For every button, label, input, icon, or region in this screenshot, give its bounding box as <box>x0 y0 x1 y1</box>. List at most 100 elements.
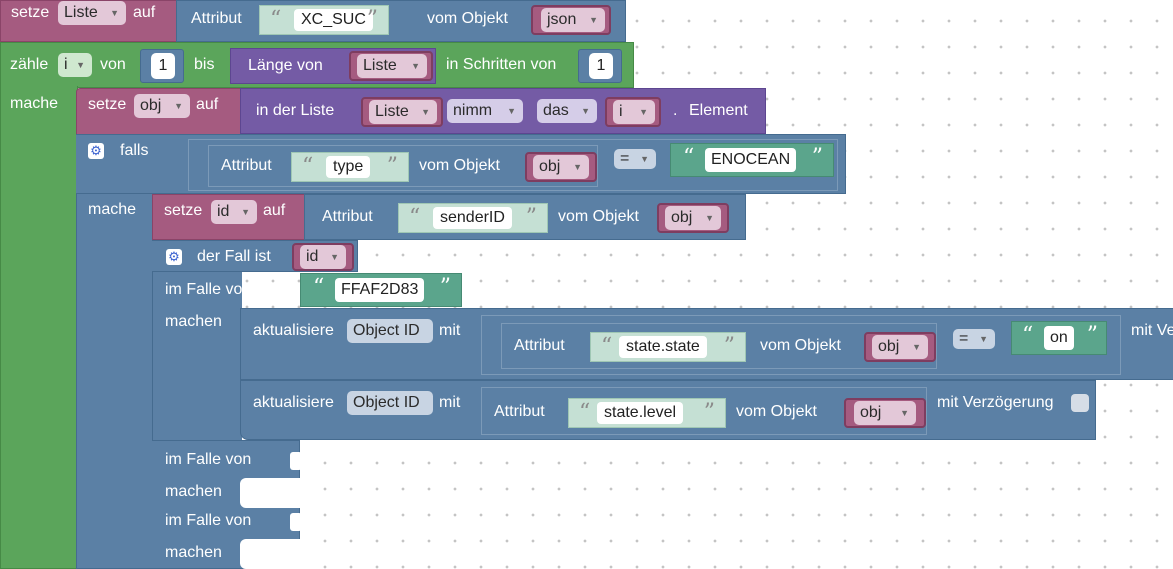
var-dropdown-liste[interactable]: Liste▼ <box>58 1 126 25</box>
operator-dropdown[interactable]: =▼ <box>953 329 995 349</box>
var-dropdown-id[interactable]: id▼ <box>211 200 257 224</box>
gear-icon[interactable]: ⚙ <box>166 249 182 265</box>
attr-label: Attribut <box>514 337 565 354</box>
attribute-block-state[interactable]: Attribut “ state.state ” vom Objekt obj ▼ <box>501 323 937 369</box>
dropdown-value: nimm <box>453 102 493 119</box>
dropdown-arrow-icon: ▼ <box>640 154 649 164</box>
object-var-block-obj[interactable]: obj▼ <box>525 152 597 182</box>
var-dropdown-obj[interactable]: obj▼ <box>854 401 916 425</box>
operator-dropdown[interactable]: =▼ <box>614 149 656 169</box>
attr-label: Attribut <box>322 208 373 225</box>
delay-checkbox[interactable] <box>1071 394 1089 412</box>
if-block-header[interactable]: ⚙ falls Attribut “ type ” vom Objekt obj… <box>76 134 846 194</box>
var-dropdown-id[interactable]: id ▼ <box>300 245 346 269</box>
object-var-block-json[interactable]: json▼ <box>531 5 611 35</box>
update-block-state[interactable]: aktualisiere Object ID mit Attribut “ st… <box>240 308 1173 380</box>
set-label: setze <box>164 202 203 219</box>
object-var-block-obj[interactable]: obj▼ <box>844 398 926 428</box>
set-liste-block[interactable]: setze Liste▼ auf <box>0 0 180 42</box>
var-block-id[interactable]: id ▼ <box>292 243 354 271</box>
position-dropdown[interactable]: das ▼ <box>537 99 597 123</box>
string-state-level[interactable]: “ state.level ” <box>568 398 726 428</box>
string-state-state[interactable]: “ state.state ” <box>590 332 746 362</box>
string-block-on[interactable]: “ on ” <box>1011 321 1107 355</box>
set-obj-block[interactable]: setze obj▼ auf <box>76 88 246 136</box>
close-quote-icon: ” <box>366 7 378 32</box>
string-block-enocean[interactable]: “ ENOCEAN ” <box>670 143 834 177</box>
string-value[interactable]: type <box>326 156 371 178</box>
empty-value-slot[interactable] <box>290 513 302 531</box>
switch-block-header[interactable]: ⚙ der Fall ist id▼ <box>152 240 358 272</box>
var-name: obj <box>878 338 900 355</box>
var-dropdown-obj[interactable]: obj ▼ <box>872 335 928 359</box>
var-block-liste[interactable]: Liste▼ <box>361 97 443 127</box>
string-value[interactable]: XC_SUC <box>294 9 373 31</box>
string-xcsuc[interactable]: “ XC_SUC ” <box>259 5 389 35</box>
dropdown-value: das <box>543 102 569 119</box>
attribute-block-xcsuc[interactable]: Attribut “ XC_SUC ” vom Objekt json▼ <box>176 0 626 42</box>
var-block-liste[interactable]: Liste▼ <box>349 51 433 81</box>
string-value[interactable]: state.level <box>597 402 684 424</box>
number-value-step[interactable]: 1 <box>589 53 613 79</box>
empty-statement-slot[interactable] <box>240 539 302 569</box>
of-object-label: vom Objekt <box>760 337 841 354</box>
number-block-step[interactable]: 1 <box>578 49 622 83</box>
var-dropdown-obj[interactable]: obj▼ <box>665 206 721 230</box>
delay-label: mit Verzögerung <box>937 394 1054 411</box>
update-block-level[interactable]: aktualisiere Object ID mit Attribut “ st… <box>240 380 1096 440</box>
attr-label: Attribut <box>221 157 272 174</box>
dot-label: . <box>673 102 678 119</box>
var-name: id <box>306 248 319 265</box>
var-dropdown-obj[interactable]: obj▼ <box>533 155 589 179</box>
string-value[interactable]: ENOCEAN <box>705 148 797 172</box>
close-quote-icon: ” <box>439 275 451 300</box>
dropdown-arrow-icon: ▼ <box>581 106 590 116</box>
empty-value-slot[interactable] <box>290 452 302 470</box>
do-label: mache <box>88 201 137 218</box>
operator-value: = <box>959 330 969 347</box>
object-var-block-obj[interactable]: obj ▼ <box>864 332 936 362</box>
open-quote-icon: “ <box>409 205 421 230</box>
attribute-block-level[interactable]: Attribut “ state.level ” vom Objekt obj▼ <box>481 387 927 435</box>
to-label: auf <box>196 96 219 113</box>
take-mode-dropdown[interactable]: nimm▼ <box>447 99 523 123</box>
var-dropdown-liste[interactable]: Liste▼ <box>369 100 437 124</box>
string-type[interactable]: “ type ” <box>291 152 409 182</box>
var-dropdown-obj[interactable]: obj▼ <box>134 94 190 118</box>
number-block-from[interactable]: 1 <box>140 49 184 83</box>
length-of-block[interactable]: Länge von Liste▼ <box>230 48 436 84</box>
var-name: obj <box>140 97 162 114</box>
object-id-field[interactable]: Object ID <box>347 391 433 415</box>
step-label: in Schritten von <box>446 56 557 73</box>
attribute-block-senderid[interactable]: Attribut “ senderID ” vom Objekt obj▼ <box>304 194 746 240</box>
string-value[interactable]: on <box>1044 326 1074 350</box>
empty-statement-slot[interactable] <box>240 478 302 508</box>
dropdown-arrow-icon: ▼ <box>330 252 339 262</box>
attribute-block-type[interactable]: Attribut “ type ” vom Objekt obj▼ <box>208 145 598 187</box>
open-quote-icon: “ <box>683 145 695 170</box>
string-value[interactable]: state.state <box>619 336 707 358</box>
object-id-field[interactable]: Object ID <box>347 319 433 343</box>
var-dropdown-i[interactable]: i▼ <box>613 100 655 124</box>
loop-var-dropdown[interactable]: i▼ <box>58 53 92 77</box>
set-id-block[interactable]: setze id▼ auf <box>152 194 310 240</box>
var-dropdown-json[interactable]: json▼ <box>541 8 605 32</box>
string-value[interactable]: FFAF2D83 <box>335 278 425 302</box>
var-dropdown-liste[interactable]: Liste▼ <box>357 54 427 78</box>
of-object-label: vom Objekt <box>427 10 508 27</box>
to-label: bis <box>194 56 215 73</box>
string-senderid[interactable]: “ senderID ” <box>398 203 548 233</box>
string-value[interactable]: senderID <box>433 207 512 229</box>
number-value-from[interactable]: 1 <box>151 53 175 79</box>
with-label: mit <box>439 394 461 411</box>
list-get-block[interactable]: in der Liste Liste▼ nimm▼ das▼ i▼ . Elem… <box>240 88 766 134</box>
dropdown-arrow-icon: ▼ <box>241 207 250 217</box>
gear-icon[interactable]: ⚙ <box>88 143 104 159</box>
dropdown-arrow-icon: ▼ <box>912 342 921 352</box>
open-quote-icon: “ <box>601 334 613 359</box>
of-object-label: vom Objekt <box>558 208 639 225</box>
var-name: Liste <box>363 57 397 74</box>
object-var-block-obj[interactable]: obj▼ <box>657 203 729 233</box>
var-block-i[interactable]: i▼ <box>605 97 661 127</box>
string-block-ffaf2d83[interactable]: “ FFAF2D83 ” <box>300 273 462 307</box>
